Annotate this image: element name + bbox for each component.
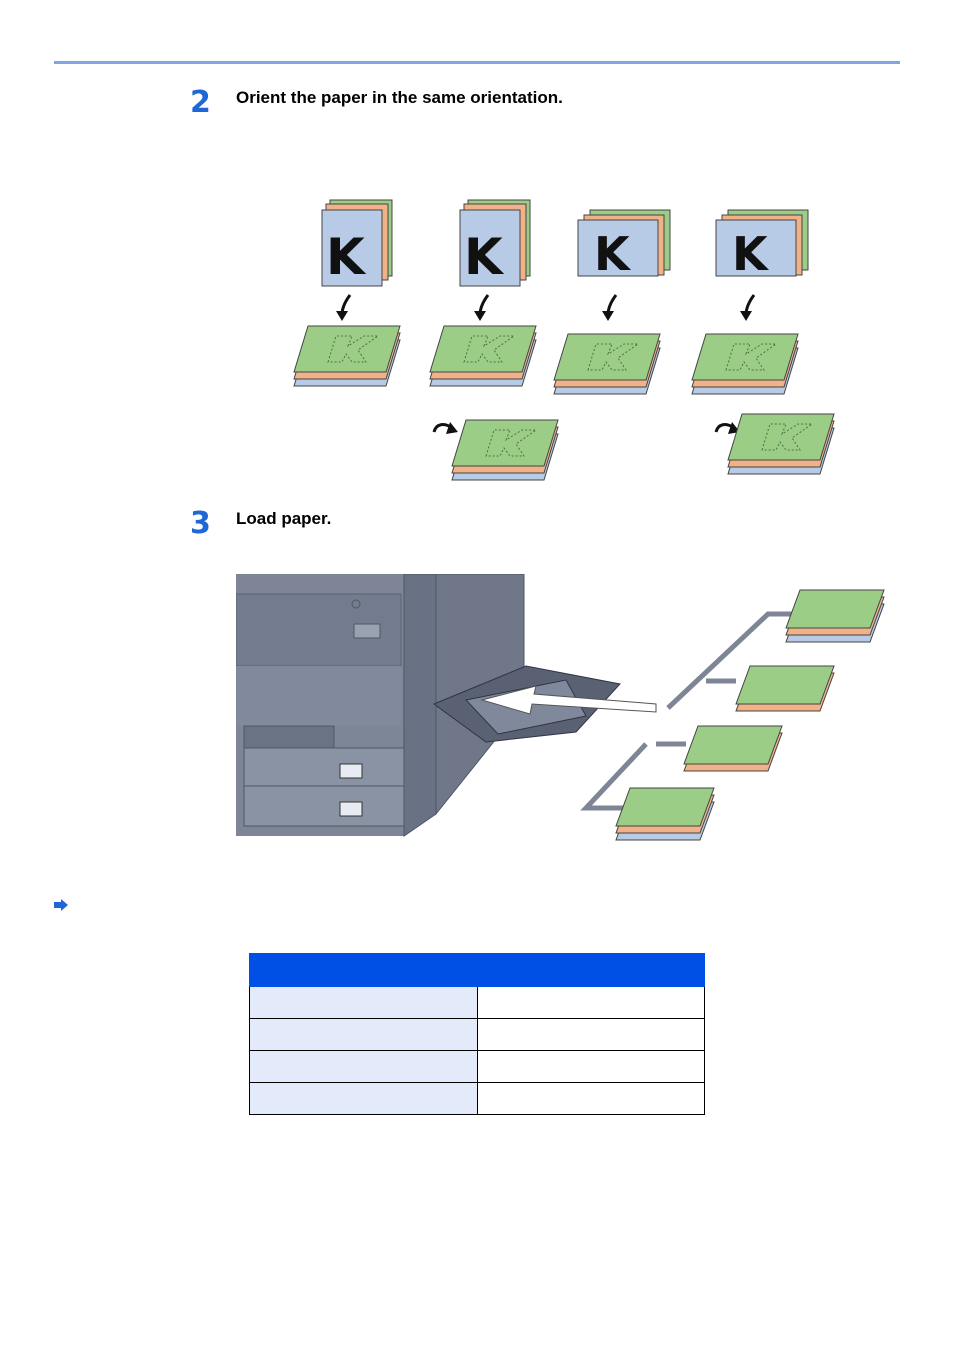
settings-table (249, 953, 705, 1115)
load-paper-illustration (236, 574, 885, 841)
k-letter: K (594, 227, 632, 281)
table-cell (249, 1018, 478, 1051)
table-header-row (249, 953, 705, 987)
k-letter: K (326, 228, 367, 286)
k-letter: K (464, 228, 505, 286)
table-cell (477, 1082, 705, 1115)
step-number-3: 3 (190, 506, 211, 541)
table-header-cell (249, 953, 478, 987)
k-letter: K (732, 227, 770, 281)
table-cell (249, 986, 478, 1019)
table-row (249, 1050, 705, 1083)
header-rule (54, 61, 900, 64)
arrow-right-icon (54, 899, 68, 911)
table-row (249, 986, 705, 1019)
step-text-3: Load paper. (236, 509, 332, 528)
orientation-illustration: K K K K (293, 199, 835, 481)
step-text-2: Orient the paper in the same orientation… (236, 88, 563, 107)
table-cell (477, 1050, 705, 1083)
table-cell (477, 986, 705, 1019)
table-header-cell (477, 953, 705, 987)
table-row (249, 1082, 705, 1115)
table-cell (249, 1082, 478, 1115)
table-cell (249, 1050, 478, 1083)
step-number-2: 2 (190, 85, 211, 120)
table-row (249, 1018, 705, 1051)
table-cell (477, 1018, 705, 1051)
